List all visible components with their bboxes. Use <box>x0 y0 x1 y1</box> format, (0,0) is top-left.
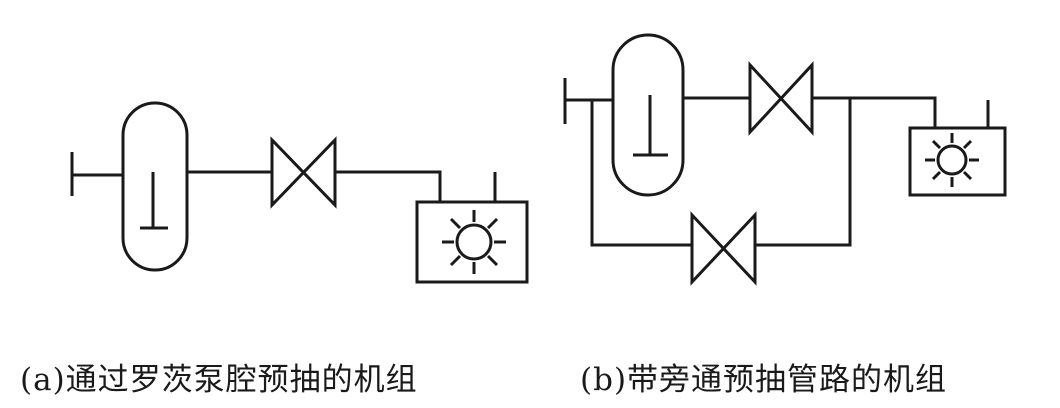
pipe-a2 <box>335 170 442 202</box>
valve-a <box>270 136 337 209</box>
backing-pump-a <box>415 200 529 284</box>
sun-icon-a <box>442 210 506 274</box>
diagram-a <box>70 101 529 284</box>
roots-pump-b <box>611 33 685 197</box>
backing-pump-b <box>908 126 1007 197</box>
bypass-pipe-2 <box>755 98 852 247</box>
diagram-b <box>563 33 1007 286</box>
sun-icon-b <box>925 133 979 187</box>
caption-b: (b)带旁通预抽管路的机组 <box>580 362 948 398</box>
bypass-pipe-1 <box>590 100 692 247</box>
valve-b <box>748 61 814 136</box>
bypass-valve <box>690 211 757 286</box>
roots-pump-a <box>121 101 189 272</box>
caption-a: (a)通过罗茨泵腔预抽的机组 <box>20 362 418 398</box>
pipe-b2 <box>812 96 937 128</box>
